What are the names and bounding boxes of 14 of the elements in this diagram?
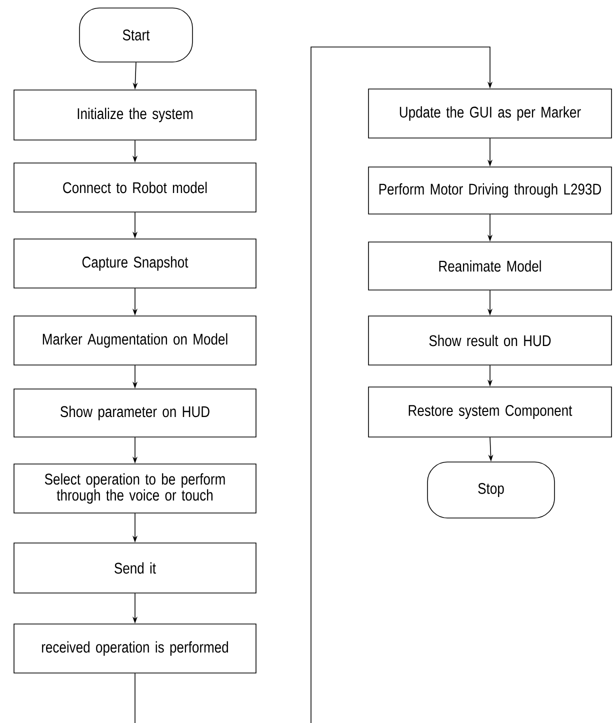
process-box: Restore system Component bbox=[368, 386, 612, 438]
process-box: Show result on HUD bbox=[368, 316, 612, 366]
process-box: Update the GUI as per Marker bbox=[368, 88, 612, 138]
process-box: Perform Motor Driving through L293D bbox=[368, 166, 612, 214]
process-box: Marker Augmentation on Model bbox=[14, 316, 256, 366]
process-box: Select operation to be perform through the voice or touch bbox=[14, 464, 256, 514]
process-box: Connect to Robot model bbox=[14, 162, 256, 212]
arrow bbox=[310, 46, 493, 723]
process-box: Send it bbox=[14, 542, 256, 594]
process-box: received operation is performed bbox=[14, 624, 256, 674]
process-box: Show parameter on HUD bbox=[14, 388, 256, 438]
process-box: Initialize the system bbox=[14, 90, 256, 140]
process-box: Capture Snapshot bbox=[14, 238, 256, 288]
process-box: Reanimate Model bbox=[368, 242, 612, 290]
